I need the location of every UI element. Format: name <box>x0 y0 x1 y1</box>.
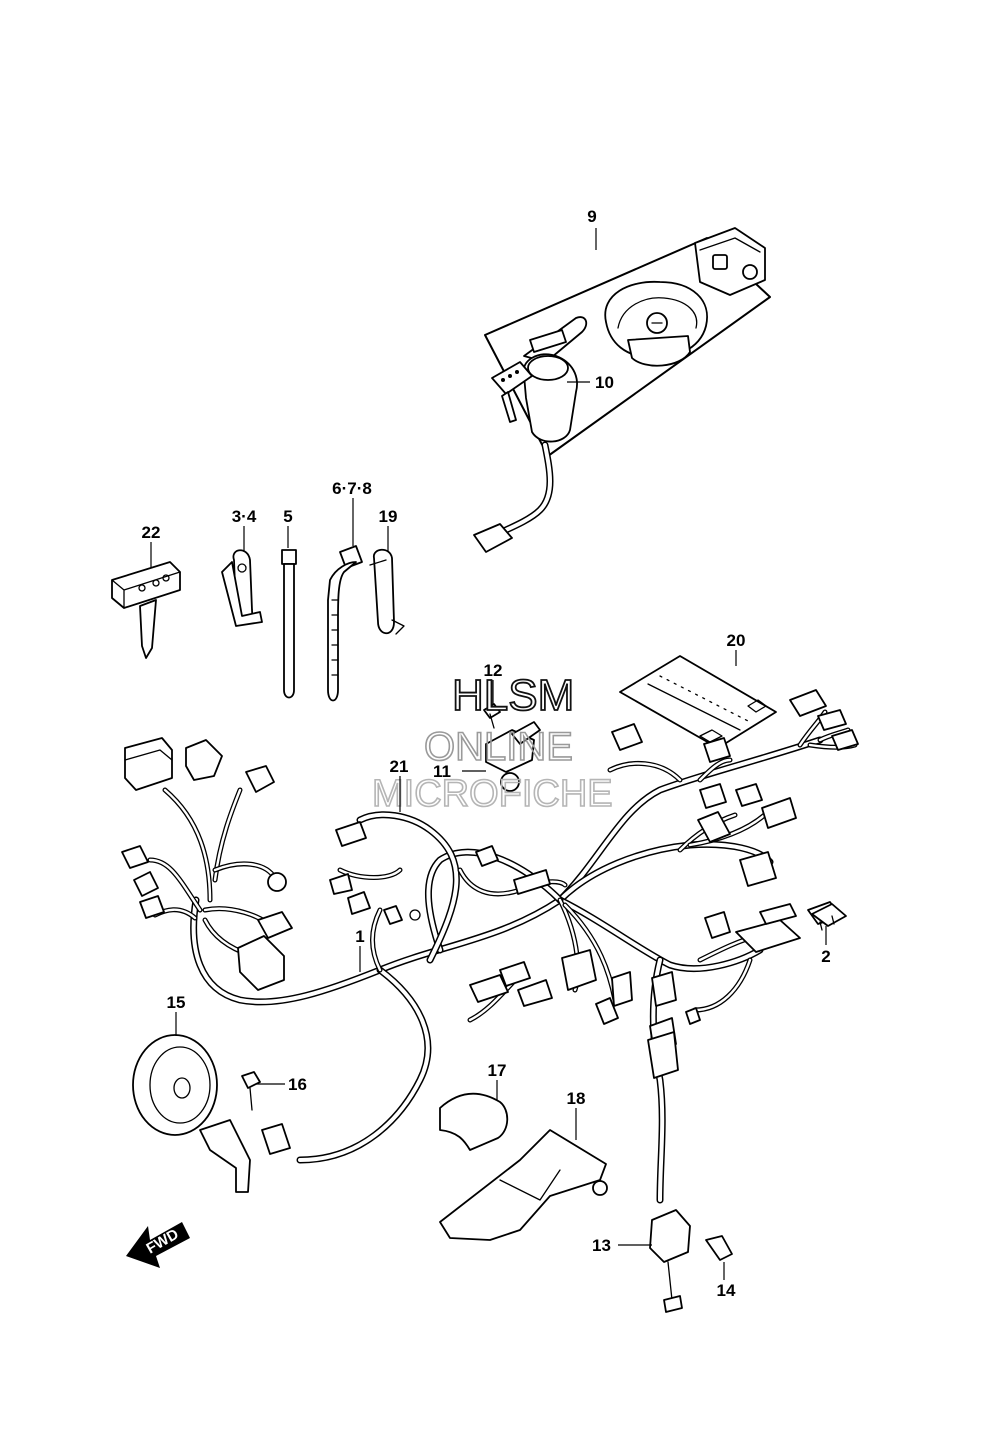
callout-19: 19 <box>379 507 398 526</box>
callout-11: 11 <box>433 762 451 781</box>
part-15-horn <box>132 1034 251 1193</box>
ignition-connector <box>473 523 513 553</box>
callout-2: 2 <box>821 947 830 966</box>
harness-connectors <box>121 689 859 1079</box>
callout-20: 20 <box>727 631 746 650</box>
watermark-line-2: ONLINE <box>424 725 573 769</box>
watermark-line-1: HLSM <box>452 671 574 720</box>
watermark: HLSM ONLINE MICROFICHE <box>371 670 613 816</box>
horn-connector <box>261 1123 291 1155</box>
part-5-cable-tie <box>281 549 297 699</box>
callout-6-7-8: 6·7·8 <box>332 479 372 498</box>
callout-13: 13 <box>592 1236 611 1255</box>
part-2-fuse <box>811 903 847 931</box>
part-6-7-8-cable-tie <box>327 545 363 702</box>
seat-lock-part <box>694 227 766 296</box>
part-14-bolt <box>705 1235 733 1261</box>
callout-5: 5 <box>283 507 292 526</box>
part-17-cover <box>439 1092 509 1151</box>
callout-3-4: 3·4 <box>232 507 257 526</box>
callout-16: 16 <box>288 1075 307 1094</box>
ignition-switch-part <box>491 316 588 443</box>
callout-10: 10 <box>595 373 614 392</box>
part-11-switch <box>485 721 541 792</box>
forward-direction-arrow: FWD <box>126 1222 190 1268</box>
part-3-4-clamp <box>221 549 263 627</box>
fuel-cap-part <box>604 280 708 367</box>
ignition-lock-set-box <box>484 228 771 457</box>
callout-15: 15 <box>167 993 186 1012</box>
callout-12: 12 <box>484 661 503 680</box>
callout-21: 21 <box>390 757 409 776</box>
callout-14: 14 <box>717 1281 736 1300</box>
part-13-switch <box>649 1209 691 1313</box>
callout-9: 9 <box>587 207 596 226</box>
part-18-bracket <box>439 1129 608 1241</box>
watermark-line-3: MICROFICHE <box>372 773 613 815</box>
part-12-bolt <box>483 703 501 729</box>
callout-17: 17 <box>488 1061 507 1080</box>
callout-1: 1 <box>355 927 364 946</box>
part-19-clip <box>369 548 405 635</box>
callout-22: 22 <box>142 523 161 542</box>
part-22-key <box>111 561 181 659</box>
callout-labels: 9 10 22 3·4 5 6·7·8 19 20 12 11 21 1 2 1… <box>142 207 831 1300</box>
part-20-sheet <box>619 655 777 749</box>
callout-leaders <box>150 381 827 1280</box>
part-16-bolt <box>241 1071 261 1111</box>
callout-18: 18 <box>567 1089 586 1108</box>
